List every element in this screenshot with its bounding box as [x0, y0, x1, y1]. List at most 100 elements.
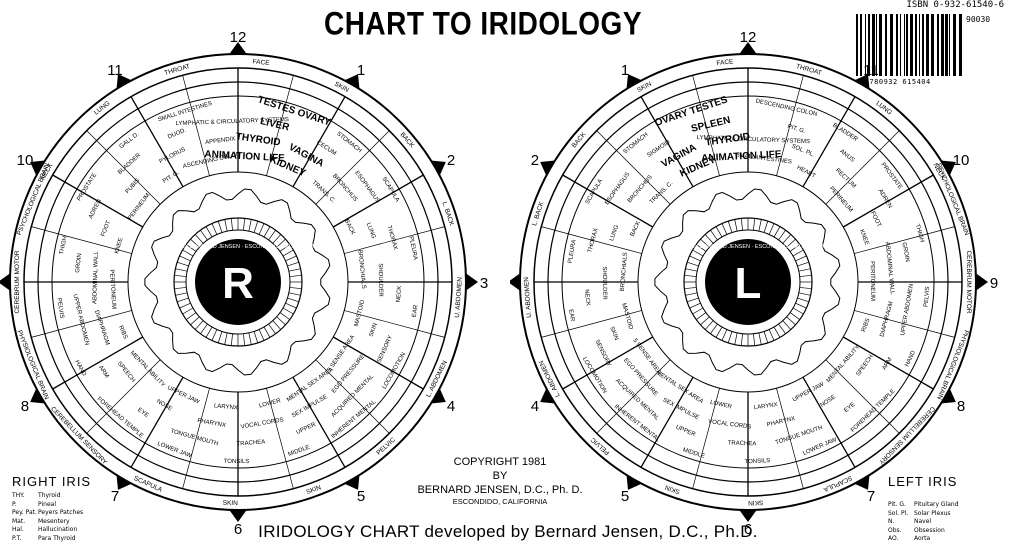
zone-label: LOWER: [259, 398, 282, 410]
clock-marker: [975, 273, 988, 291]
outer-label: BACK: [571, 131, 588, 150]
stomach-tick: [727, 331, 733, 343]
stomach-tick: [179, 302, 191, 309]
pupil: [705, 239, 791, 325]
stomach-tick: [174, 287, 187, 290]
zone-label: MENTAL ABILITY: [129, 350, 166, 388]
stomach-tick: [715, 226, 723, 238]
zone-label: THYROID: [235, 131, 281, 148]
stomach-tick: [194, 234, 204, 244]
stomach-tick: [289, 287, 302, 290]
stomach-tick: [287, 297, 299, 303]
zone-divider: [332, 174, 424, 228]
zone-divider: [842, 174, 934, 228]
stomach-tick: [758, 219, 762, 232]
clock-marker: [854, 474, 870, 490]
stomach-tick: [789, 312, 800, 320]
zone-label: SPEECH: [856, 354, 875, 378]
clock-number: 4: [447, 398, 455, 415]
zone-divider: [825, 130, 900, 205]
stomach-tick: [182, 307, 194, 315]
zone-divider: [640, 376, 694, 468]
outer-label: SKIN: [748, 499, 764, 507]
stomach-tick: [763, 331, 769, 343]
stomach-tick: [243, 333, 246, 346]
zone-label: STOMACH: [335, 131, 362, 154]
stomach-tick: [258, 223, 265, 235]
outer-label: PHYSIOLOGICAL BRAIN: [935, 329, 969, 401]
zone-label: DUOD.: [167, 127, 187, 140]
stomach-tick: [177, 297, 189, 303]
zone-label: LARYNX: [754, 402, 779, 411]
zone-label: THIGH: [59, 236, 69, 256]
stomach-tick: [175, 292, 188, 296]
barcode-bar: [959, 14, 962, 76]
stomach-tick: [230, 333, 233, 346]
clock-marker: [626, 74, 642, 90]
zone-label: PERITONEUM: [108, 269, 116, 309]
zone-divider: [52, 174, 144, 228]
outer-label: SKIN: [305, 484, 322, 496]
clock-number: 8: [957, 398, 965, 415]
stomach-tick: [258, 329, 265, 341]
clock-number: 8: [21, 398, 29, 415]
zone-divider: [31, 310, 132, 338]
zone-label: BACK: [630, 220, 642, 237]
stomach-tick: [778, 323, 786, 334]
clock-marker: [739, 42, 757, 55]
copyright-author: BERNARD JENSEN, D.C., Ph. D.: [417, 484, 583, 496]
autonomic-wreath: [144, 188, 331, 376]
stomach-tick: [272, 234, 282, 244]
zone-label: LYMPHATIC & CIRCULATORY SYSTEMS: [697, 135, 811, 145]
stomach-tick: [740, 333, 743, 346]
barcode-bar: [904, 14, 905, 76]
stomach-tick: [276, 316, 286, 326]
zone-label: ABDOMINAL WALL: [92, 251, 100, 305]
clock-number: 2: [447, 152, 455, 169]
zone-label: MASTOID: [620, 303, 633, 331]
stomach-tick: [696, 244, 707, 252]
zone-label: TONSILS: [224, 459, 250, 465]
stomach-tick: [287, 261, 299, 267]
outer-label: FACE: [252, 58, 270, 67]
clock-number: 5: [357, 488, 365, 505]
stomach-tick: [186, 312, 197, 320]
outer-label: CEREBELLUM SENSORY: [49, 406, 108, 467]
clock-marker: [465, 273, 478, 291]
zone-divider: [86, 359, 161, 434]
zone-divider: [854, 226, 955, 254]
clock-number: 4: [531, 398, 539, 415]
zone-label: ANIMATION LIFE: [204, 149, 285, 164]
stomach-tick: [211, 223, 218, 235]
zone-label: HEART: [796, 165, 817, 180]
barcode-bar: [856, 14, 858, 76]
zone-label: ABDOMINAL WALL: [884, 242, 895, 296]
stomach-tick: [715, 326, 723, 338]
clock-number: 2: [531, 152, 539, 169]
zone-label: SENSORY: [377, 335, 395, 364]
stomach-tick: [786, 238, 796, 248]
stomach-tick: [190, 316, 200, 326]
barcode: [856, 14, 962, 76]
stomach-tick: [268, 230, 276, 241]
legend-row: P.T.Para Thyroid: [12, 534, 76, 542]
zone-label: PELVIS: [55, 298, 64, 319]
stomach-tick: [230, 218, 233, 231]
zone-label: PLEURA: [568, 239, 578, 264]
outer-label: U. ABDOMEN: [523, 276, 533, 318]
stomach-tick: [224, 332, 228, 345]
zone-divider: [825, 359, 900, 434]
barcode-bar: [926, 14, 929, 76]
zone-label: SHOULDER: [377, 263, 383, 297]
copyright-by: BY: [492, 470, 508, 482]
clock-number: 5: [621, 488, 629, 505]
zone-divider: [776, 388, 804, 489]
zone-divider: [541, 310, 642, 338]
outer-label: U. ABDOMEN: [454, 277, 464, 319]
zone-label: GALL D.: [119, 131, 141, 150]
outer-label: CEREBELLUM SENSORY: [877, 405, 936, 466]
barcode-bar: [906, 14, 908, 76]
barcode-bar: [922, 14, 924, 76]
copyright-block: COPYRIGHT 1981 BY BERNARD JENSEN, D.C., …: [380, 455, 620, 507]
zone-label: MIDDLE: [682, 447, 705, 460]
